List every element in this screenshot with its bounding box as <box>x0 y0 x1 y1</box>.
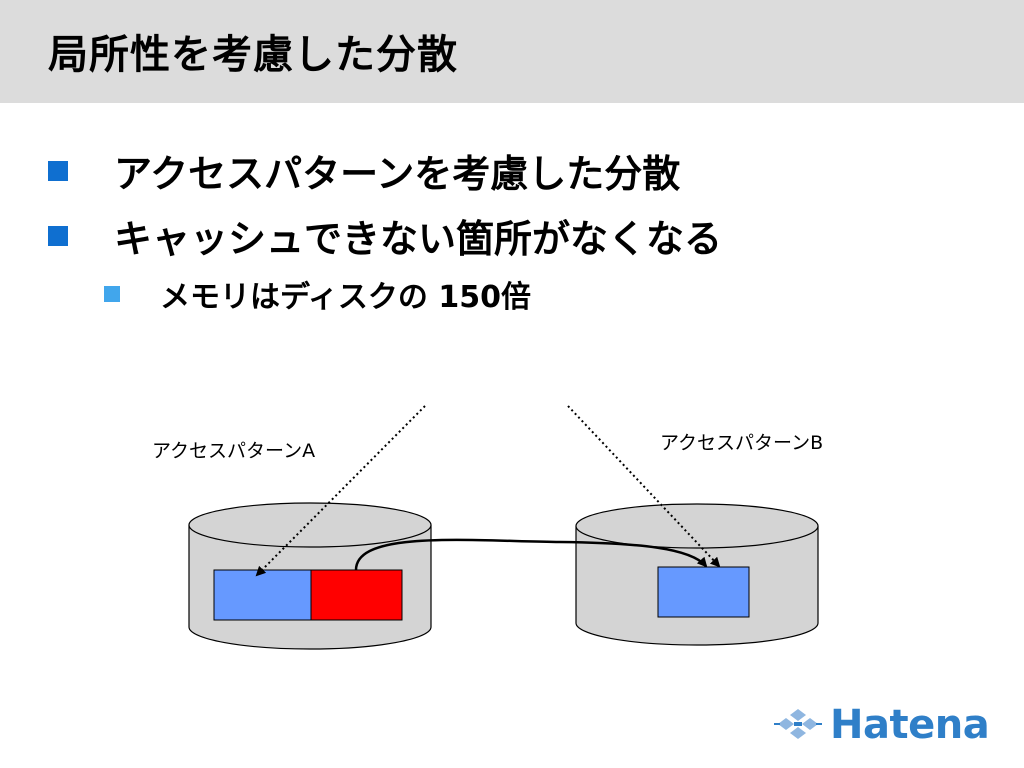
migration-arrow <box>354 538 708 571</box>
cache-block-blue-right <box>657 566 750 618</box>
access-pattern-a-label: アクセスパターンA <box>152 440 316 462</box>
square-bullet-icon <box>48 160 68 181</box>
bullet-item: アクセスパターンを考慮した分散 <box>48 143 680 198</box>
hatena-logo: Hatena <box>772 700 990 750</box>
cache-block-red <box>310 569 403 621</box>
square-bullet-icon <box>48 225 68 246</box>
cache-block-blue-left <box>213 569 312 621</box>
bullet-text: アクセスパターンを考慮した分散 <box>114 152 681 196</box>
slide-title: 局所性を考慮した分散 <box>48 32 458 78</box>
disk-left-top <box>188 502 432 548</box>
access-arrow-b <box>567 405 721 568</box>
title-bar: 局所性を考慮した分散 <box>0 0 1024 103</box>
hatena-logo-text: Hatena <box>830 702 990 748</box>
sub-bullet-item: メモリはディスクの 150倍 <box>104 272 531 316</box>
sub-bullet-text: メモリはディスクの 150倍 <box>160 280 531 315</box>
square-bullet-icon <box>104 286 120 302</box>
disk-right-top <box>575 503 819 549</box>
hatena-logo-icon <box>774 709 822 739</box>
bullet-item: キャッシュできない箇所がなくなる <box>48 208 722 263</box>
access-pattern-b-label: アクセスパターンB <box>660 432 824 454</box>
bullet-text: キャッシュできない箇所がなくなる <box>114 217 723 261</box>
